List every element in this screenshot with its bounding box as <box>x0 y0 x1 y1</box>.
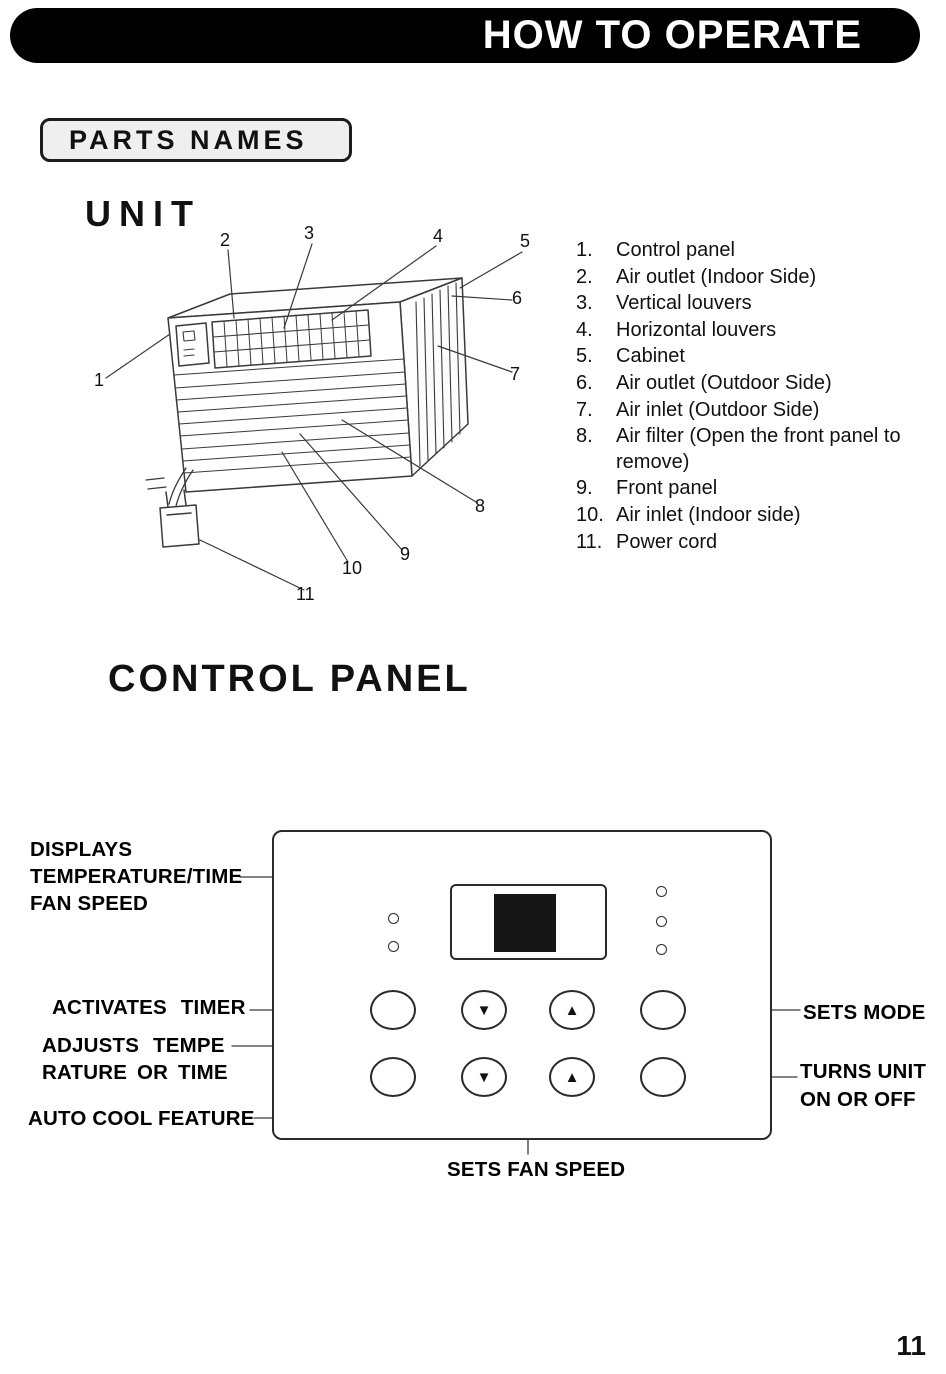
page-number: 11 <box>896 1330 926 1361</box>
parts-list-item: 5. Cabinet <box>576 344 912 370</box>
unit-heading: UNIT <box>85 193 201 234</box>
callout-2: 2 <box>220 230 231 250</box>
part-number: 5. <box>576 345 593 368</box>
label-auto-cool: AUTO COOL FEATURE <box>28 1107 255 1130</box>
part-label: Power cord <box>616 530 718 553</box>
part-label: Air filter (Open the front panel to remo… <box>616 425 901 473</box>
label-displays-line1: DISPLAYS <box>30 838 133 861</box>
part-label: Control panel <box>616 239 735 261</box>
callout-4: 4 <box>433 226 444 246</box>
indicator-light <box>656 944 667 955</box>
parts-list: 1. Control panel 2. Air outlet (Indoor Sid… <box>576 238 912 556</box>
indicator-light <box>388 941 399 952</box>
part-label: Air inlet (Outdoor Side) <box>616 398 820 421</box>
part-number: 4. <box>576 318 593 341</box>
part-label: Front panel <box>616 477 718 500</box>
callout-9: 9 <box>400 544 411 564</box>
label-sets-mode: SETS MODE <box>803 1001 926 1024</box>
parts-names-heading: PARTS NAMES <box>69 124 308 155</box>
part-number: 6. <box>576 371 593 394</box>
callout-3: 3 <box>304 223 315 243</box>
display-screen <box>494 894 556 952</box>
part-label: Horizontal louvers <box>616 318 777 341</box>
temp-down-button: ▼ <box>461 990 507 1030</box>
parts-list-item: 6. Air outlet (Outdoor Side) <box>576 371 912 397</box>
down-triangle-icon: ▼ <box>476 1068 492 1086</box>
parts-list-item: 8. Air filter (Open the front panel to re… <box>576 424 912 475</box>
part-label: Air inlet (Indoor side) <box>616 503 801 526</box>
label-adjusts-line1: ADJUSTS TEMPE <box>42 1034 225 1057</box>
parts-names-heading-box: PARTS NAMES <box>40 118 352 162</box>
label-displays-line2: TEMPERATURE/TIME <box>30 865 243 888</box>
parts-list-item: 2. Air outlet (Indoor Side) <box>576 265 912 291</box>
part-number: 8. <box>576 425 593 448</box>
part-number: 10. <box>576 503 604 526</box>
parts-list-item: 7. Air inlet (Outdoor Side) <box>576 398 912 424</box>
header-bar: HOW TO OPERATE <box>10 8 920 63</box>
temp-up-button: ▲ <box>549 990 595 1030</box>
up-triangle-icon: ▲ <box>564 1001 580 1019</box>
plug <box>159 489 200 548</box>
parts-list-item: 11. Power cord <box>576 530 912 556</box>
label-activates-timer: ACTIVATES TIMER <box>52 996 246 1019</box>
label-sets-fan-speed: SETS FAN SPEED <box>447 1158 626 1181</box>
part-number: 3. <box>576 292 593 315</box>
callout-7: 7 <box>510 364 521 384</box>
mode-button <box>640 990 686 1030</box>
indicator-light <box>656 886 667 897</box>
part-label: Air outlet (Indoor Side) <box>616 265 817 288</box>
part-number: 11. <box>576 530 603 553</box>
parts-list-item: 3. Vertical louvers <box>576 291 912 317</box>
down-triangle-icon: ▼ <box>476 1001 492 1019</box>
unit-drawing <box>145 277 469 548</box>
callout-5: 5 <box>520 231 531 251</box>
auto-cool-button <box>370 1057 416 1097</box>
timer-button <box>370 990 416 1030</box>
fan-down-button: ▼ <box>461 1057 507 1097</box>
up-triangle-icon: ▲ <box>564 1068 580 1086</box>
label-displays-line3: FAN SPEED <box>30 892 148 915</box>
indicator-light <box>656 916 667 927</box>
label-turns-unit-line2: ON OR OFF <box>800 1088 916 1111</box>
callout-11: 11 <box>296 584 315 604</box>
indicator-light <box>388 913 399 924</box>
parts-list-item: 4. Horizontal louvers <box>576 318 912 344</box>
outdoor-grille-slats <box>415 282 461 467</box>
control-panel-outline <box>272 830 772 1140</box>
callout-lines <box>105 243 523 591</box>
part-number: 1. <box>576 239 593 261</box>
page-title: HOW TO OPERATE <box>482 13 862 57</box>
parts-list-item: 10. Air inlet (Indoor side) <box>576 503 912 529</box>
part-number: 2. <box>576 265 593 288</box>
fan-up-button: ▲ <box>549 1057 595 1097</box>
control-panel-heading: CONTROL PANEL <box>108 658 471 700</box>
vertical-louvers-lines <box>223 310 360 368</box>
part-label: Air outlet (Outdoor Side) <box>616 371 832 394</box>
power-cord <box>145 467 194 507</box>
parts-list-item: 9. Front panel <box>576 476 912 502</box>
power-button <box>640 1057 686 1097</box>
callout-8: 8 <box>475 496 486 516</box>
callout-1: 1 <box>94 370 105 390</box>
part-number: 9. <box>576 477 593 500</box>
horizontal-louvers-lines <box>212 324 371 353</box>
part-label: Vertical louvers <box>616 292 752 315</box>
parts-list-item: 1. Control panel <box>576 238 912 264</box>
label-adjusts-line2: RATURE OR TIME <box>42 1061 228 1084</box>
callout-10: 10 <box>342 558 363 578</box>
part-label: Cabinet <box>616 345 685 368</box>
part-number: 7. <box>576 398 593 421</box>
label-turns-unit-line1: TURNS UNIT <box>800 1060 927 1083</box>
front-panel-vents <box>173 358 412 474</box>
callout-6: 6 <box>512 288 523 308</box>
